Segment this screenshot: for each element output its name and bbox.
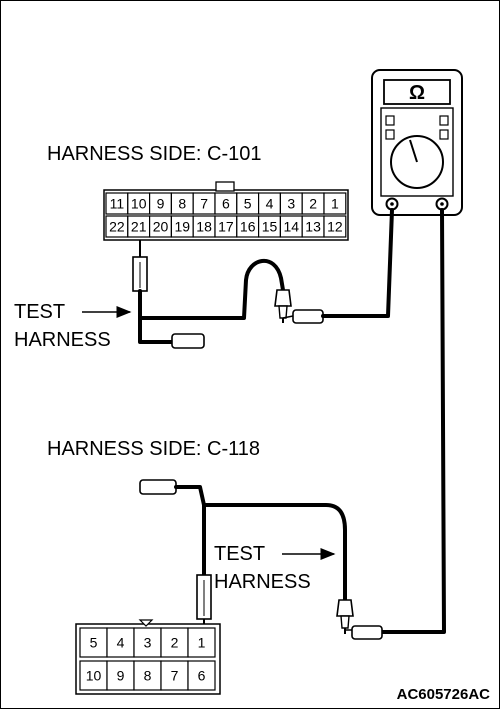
c118-pin-cell-2 bbox=[160, 627, 189, 658]
c101-pin-label-14: 14 bbox=[284, 219, 300, 235]
test-harness-label-bottom-line2: HARNESS bbox=[214, 571, 311, 593]
probe-c101-pin21 bbox=[132, 240, 148, 292]
c101-pin-label-19: 19 bbox=[175, 219, 191, 235]
ohm-symbol: Ω bbox=[409, 82, 425, 104]
c118-pin-cell-4 bbox=[106, 627, 135, 658]
c101-pin-label-9: 9 bbox=[157, 196, 165, 212]
test-wire-c101-to-clip bbox=[138, 258, 285, 320]
c101-pin-cell-12 bbox=[323, 215, 347, 238]
harness-side-c101-label: HARNESS SIDE: C-101 bbox=[47, 143, 262, 165]
spare-lead-plug-bottom bbox=[139, 479, 177, 495]
c101-pin-label-22: 22 bbox=[109, 219, 125, 235]
c101-pin-label-6: 6 bbox=[222, 196, 230, 212]
c118-pin-label-6: 6 bbox=[198, 668, 206, 684]
c101-pin-label-15: 15 bbox=[262, 219, 278, 235]
c101-pin-label-7: 7 bbox=[200, 196, 208, 212]
figure-code: AC605726AC bbox=[397, 686, 491, 703]
c118-pin-label-8: 8 bbox=[144, 668, 152, 684]
test-harness-label-top-line2: HARNESS bbox=[14, 329, 111, 351]
c101-pin-label-13: 13 bbox=[305, 219, 321, 235]
test-wire-c118-to-clip bbox=[174, 485, 347, 602]
c118-pin-cell-10 bbox=[79, 660, 108, 691]
c118-pin-label-3: 3 bbox=[144, 635, 152, 651]
c118-pin-cell-6 bbox=[187, 660, 216, 691]
c101-pin-label-17: 17 bbox=[218, 219, 234, 235]
c118-pin-label-4: 4 bbox=[117, 635, 125, 651]
harness-side-c118-label: HARNESS SIDE: C-118 bbox=[47, 438, 260, 460]
c101-pin-label-18: 18 bbox=[196, 219, 212, 235]
probe-c118-pin1 bbox=[196, 574, 212, 627]
c101-pin-label-11: 11 bbox=[110, 196, 125, 212]
meter-display bbox=[383, 79, 451, 105]
c118-pin-cell-7 bbox=[160, 660, 189, 691]
c118-pin-label-9: 9 bbox=[117, 668, 125, 684]
alligator-clip-bottom bbox=[336, 599, 383, 640]
alligator-clip-top bbox=[274, 289, 324, 324]
spare-lead-plug-top bbox=[171, 333, 205, 349]
c101-pin-label-8: 8 bbox=[178, 196, 186, 212]
c101-pin-cell-1 bbox=[323, 192, 347, 215]
c101-pin-label-1: 1 bbox=[331, 196, 339, 212]
connector-c118: 5 4 3 2 1 10 9 8 7 6 bbox=[75, 619, 221, 695]
meter-lead-left bbox=[321, 208, 394, 318]
ohmmeter: Ω bbox=[371, 69, 463, 216]
c118-pin-label-1: 1 bbox=[198, 635, 206, 651]
c101-pin-label-5: 5 bbox=[244, 196, 252, 212]
c101-pin-label-10: 10 bbox=[131, 196, 147, 212]
c101-pin-label-3: 3 bbox=[287, 196, 295, 212]
c101-pin-label-16: 16 bbox=[240, 219, 256, 235]
c118-pin-label-2: 2 bbox=[171, 635, 179, 651]
test-wire-c101-spare bbox=[138, 316, 174, 344]
c101-pin-label-20: 20 bbox=[153, 219, 169, 235]
c118-pin-label-10: 10 bbox=[86, 668, 102, 684]
test-harness-label-bottom-line1: TEST bbox=[214, 543, 265, 565]
meter-lead-right bbox=[380, 208, 446, 634]
c101-pin-label-2: 2 bbox=[309, 196, 317, 212]
test-harness-label-top-line1: TEST bbox=[14, 301, 65, 323]
c118-pin-label-7: 7 bbox=[171, 668, 179, 684]
c101-pin-label-4: 4 bbox=[266, 196, 274, 212]
c118-pin-label-5: 5 bbox=[90, 635, 98, 651]
c101-pin-label-21: 21 bbox=[131, 219, 147, 235]
c118-pin-cell-1 bbox=[187, 627, 216, 658]
c118-pin-cell-3 bbox=[133, 627, 162, 658]
c101-pin-label-12: 12 bbox=[327, 219, 343, 235]
